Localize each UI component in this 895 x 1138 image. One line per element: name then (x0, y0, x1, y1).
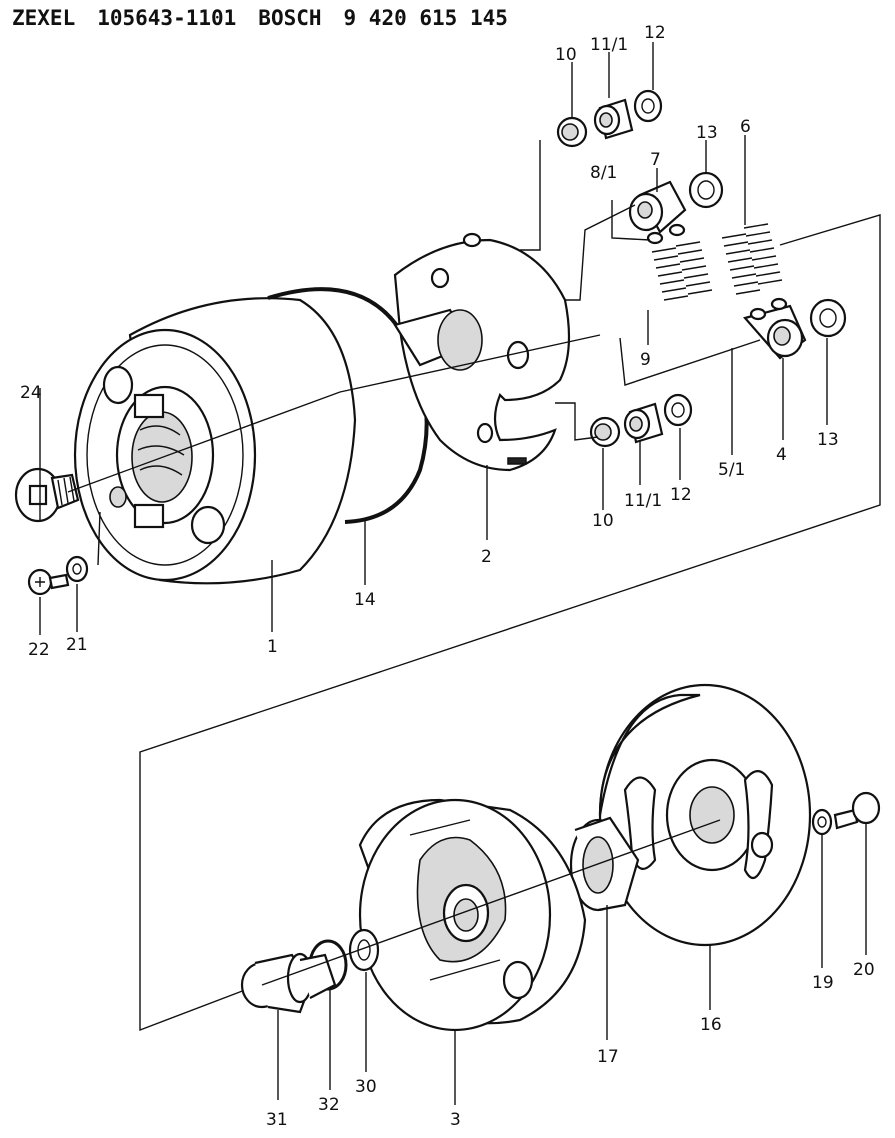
header-brand-zexel: ZEXEL (12, 6, 76, 30)
callout-2: 2 (481, 547, 492, 567)
callout-21: 21 (66, 635, 88, 655)
callout-8-1: 8/1 (590, 163, 617, 183)
callout-13-lower: 13 (817, 430, 839, 450)
part-19-washer (811, 808, 833, 836)
part-21-washer (65, 555, 89, 583)
part-16-plate (598, 683, 812, 947)
part-7-flyweight (628, 180, 687, 234)
part-12-washer-upper (633, 89, 663, 123)
part-11-1-bushing-lower (623, 402, 664, 444)
callout-4: 4 (776, 445, 787, 465)
callout-17: 17 (597, 1047, 619, 1067)
upper-assembly-lines (67, 140, 881, 1032)
callout-19: 19 (812, 973, 834, 993)
callout-24: 24 (20, 383, 42, 403)
part-17-bearing (569, 816, 640, 912)
diagram-header: ZEXEL 105643-1101 BOSCH 9 420 615 145 (12, 6, 530, 30)
part-5-1-shims (749, 297, 788, 321)
callout-1: 1 (267, 637, 278, 657)
part-22-screw (27, 568, 70, 596)
callout-22: 22 (28, 640, 50, 660)
part-20-bolt (833, 791, 881, 830)
part-10-sleeve-lower (589, 416, 621, 448)
callout-12-lower: 12 (670, 485, 692, 505)
callout-11-1-upper: 11/1 (590, 35, 628, 55)
lower-assembly-lines (261, 819, 721, 986)
part-24-plug (14, 467, 80, 523)
callout-32: 32 (318, 1095, 340, 1115)
callout-9: 9 (640, 350, 651, 370)
part-3-housing (358, 798, 587, 1032)
callout-12-upper: 12 (644, 23, 666, 43)
part-30-ring (348, 928, 380, 972)
header-brand-bosch: BOSCH (258, 6, 322, 30)
callout-20: 20 (853, 960, 875, 980)
part-8-1-shims (646, 223, 686, 245)
callout-31: 31 (266, 1110, 288, 1130)
part-11-1-bushing-upper (593, 98, 634, 140)
callout-3: 3 (450, 1110, 461, 1130)
part-12-washer-lower (663, 393, 693, 427)
callout-30: 30 (355, 1077, 377, 1097)
part-10-sleeve-upper (556, 116, 588, 148)
callout-11-1-lower: 11/1 (624, 491, 662, 511)
callout-7: 7 (650, 150, 661, 170)
header-bosch-part-number: 9 420 615 145 (343, 6, 508, 30)
callout-6: 6 (740, 117, 751, 137)
callout-16: 16 (700, 1015, 722, 1035)
part-31-plug (240, 952, 337, 1014)
part-9-springs (651, 241, 713, 301)
part-13-washer-upper (688, 171, 724, 209)
part-13-washer-lower (809, 298, 847, 338)
callout-leaders (39, 42, 867, 1105)
header-zexel-part-number: 105643-1101 (97, 6, 237, 30)
callout-labels: 10 11/1 12 13 6 7 8/1 9 4 13 5/1 10 11/1… (20, 23, 875, 1130)
callout-10-lower: 10 (592, 511, 614, 531)
part-1-housing (73, 297, 357, 585)
callout-14: 14 (354, 590, 376, 610)
callout-10-upper: 10 (555, 45, 577, 65)
part-6-springs (721, 223, 783, 295)
callout-5-1: 5/1 (718, 460, 745, 480)
callout-13-upper: 13 (696, 123, 718, 143)
part-2-flyweight-carrier (393, 232, 571, 472)
